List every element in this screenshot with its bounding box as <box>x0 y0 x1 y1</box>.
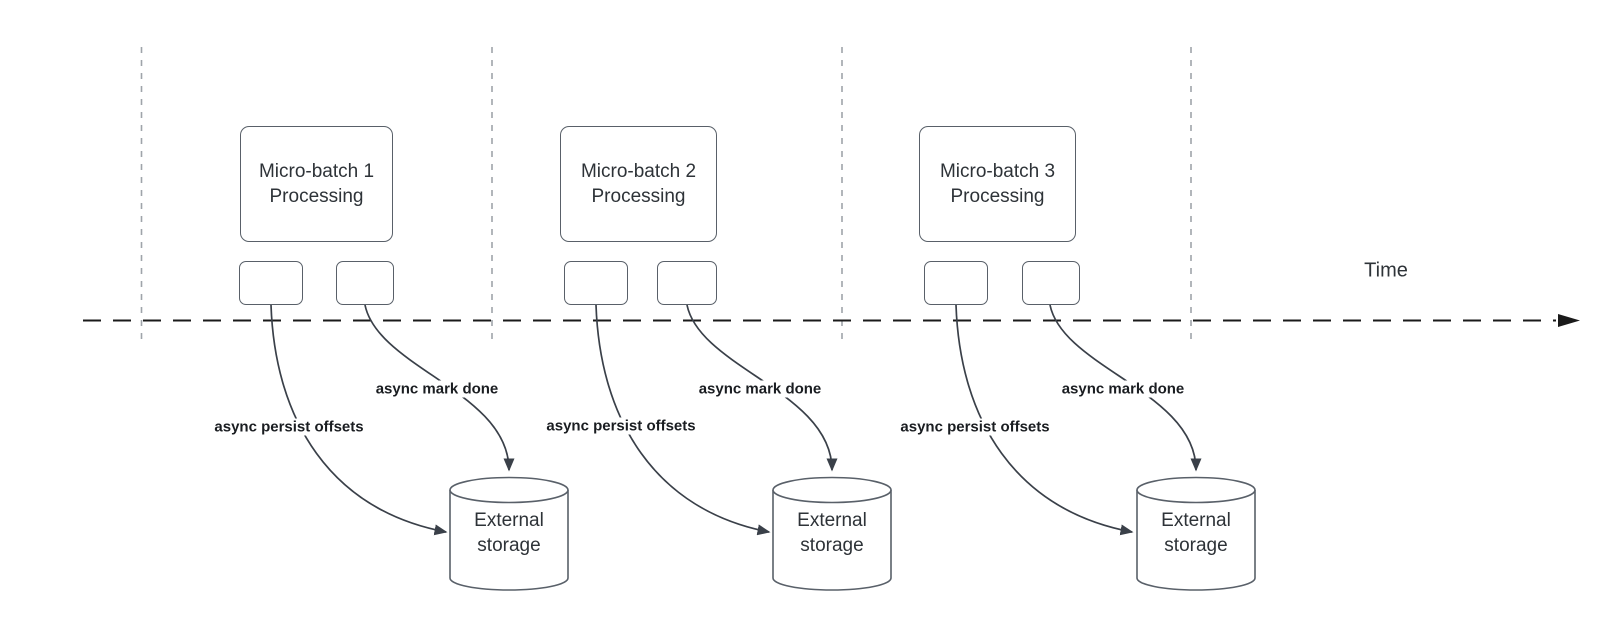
cylinder-body <box>449 490 569 591</box>
mark-done-label-2: async mark done <box>695 380 825 398</box>
external-storage-cylinder-3 <box>1136 476 1256 591</box>
mark-done-label-1: async mark done <box>372 380 502 398</box>
mark-done-label-3: async mark done <box>1058 380 1188 398</box>
cylinder-body <box>1136 490 1256 591</box>
cylinder-top <box>449 476 569 504</box>
mark-done-task-box-3 <box>1022 261 1080 305</box>
time-axis-label: Time <box>1364 259 1408 282</box>
micro-batch-1-title-line1: Micro-batch 1 <box>258 161 375 182</box>
external-storage-label-2: External storage <box>797 508 867 558</box>
micro-batch-2-box: Micro-batch 2 Processing <box>560 126 717 242</box>
persist-offsets-task-box-3 <box>924 261 988 305</box>
persist-offsets-task-box-2 <box>564 261 628 305</box>
storage-label-line2: storage <box>800 535 864 556</box>
micro-batch-3-box: Micro-batch 3 Processing <box>919 126 1076 242</box>
storage-label-line2: storage <box>1164 535 1228 556</box>
storage-label-line1: External <box>1161 510 1231 531</box>
persist-offsets-task-box-1 <box>239 261 303 305</box>
micro-batch-1-title-line2: Processing <box>269 186 364 207</box>
cylinder-top <box>772 476 892 504</box>
persist-offsets-arrow-3 <box>955 304 1134 536</box>
mark-done-task-box-2 <box>657 261 717 305</box>
persist-offsets-label-1: async persist offsets <box>211 418 367 436</box>
external-storage-label-3: External storage <box>1161 508 1231 558</box>
cylinder-body <box>772 490 892 591</box>
external-storage-cylinder-2 <box>772 476 892 591</box>
storage-label-line1: External <box>797 510 867 531</box>
external-storage-label-1: External storage <box>474 508 544 558</box>
storage-label-line1: External <box>474 510 544 531</box>
time-axis-arrowhead-icon <box>1558 314 1580 327</box>
micro-batch-3-title-line2: Processing <box>950 186 1045 207</box>
storage-label-line2: storage <box>477 535 541 556</box>
persist-offsets-arrow-2 <box>595 304 771 536</box>
persist-offsets-label-3: async persist offsets <box>897 418 1053 436</box>
micro-batch-2-title-line1: Micro-batch 2 <box>580 161 697 182</box>
micro-batch-3-title-line1: Micro-batch 3 <box>939 161 1056 182</box>
external-storage-cylinder-1 <box>449 476 569 591</box>
persist-offsets-label-2: async persist offsets <box>543 417 699 435</box>
cylinder-top <box>1136 476 1256 504</box>
micro-batch-1-box: Micro-batch 1 Processing <box>240 126 393 242</box>
micro-batch-2-title-line2: Processing <box>591 186 686 207</box>
persist-offsets-arrow-1 <box>270 304 448 536</box>
mark-done-task-box-1 <box>336 261 394 305</box>
